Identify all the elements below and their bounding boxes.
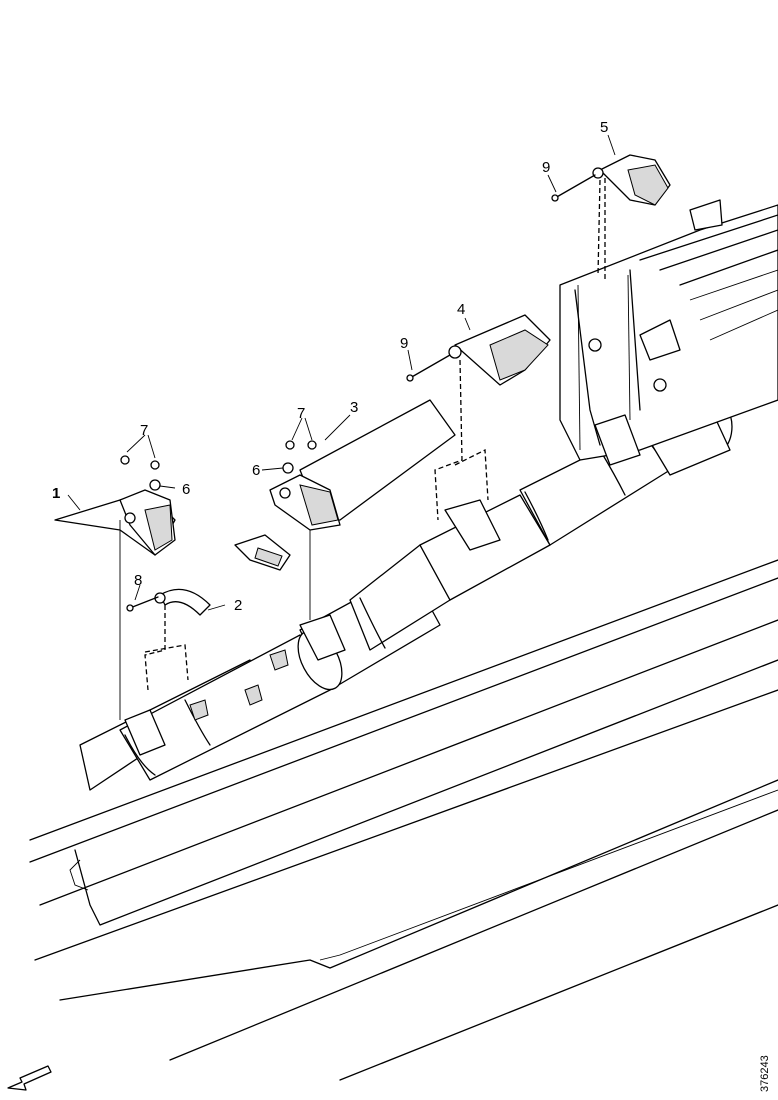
clamp — [234, 534, 291, 571]
pipe-clamps — [124, 414, 641, 756]
heat-shield-4 — [448, 314, 551, 386]
washer-7 — [120, 440, 317, 470]
arrow-down-left-icon — [7, 1065, 52, 1091]
callout-8: 8 — [134, 572, 142, 589]
callout-7-right: 7 — [297, 405, 305, 422]
callout-6-left: 6 — [182, 481, 190, 498]
callout-2: 2 — [234, 597, 242, 614]
heat-shield-1 — [54, 489, 176, 556]
exhaust-pipe — [79, 382, 733, 791]
callout-1: 1 — [52, 485, 60, 502]
callout-labels: 1 2 3 4 5 6 6 7 7 8 9 9 — [52, 119, 608, 614]
callout-7-left: 7 — [140, 422, 148, 439]
mounting-lines — [119, 178, 631, 720]
heat-shield-5 — [592, 154, 671, 206]
callout-6-right: 6 — [252, 462, 260, 479]
bolt-9-lower — [406, 354, 451, 382]
callout-5: 5 — [600, 119, 608, 136]
nut-6-right — [282, 462, 294, 474]
callout-4: 4 — [457, 301, 465, 318]
callout-leaders — [67, 134, 616, 611]
frame-rail — [29, 559, 778, 1081]
callout-3: 3 — [350, 399, 358, 416]
bolt-8 — [126, 596, 159, 612]
callout-9-lower: 9 — [400, 335, 408, 352]
document-number: 376243 — [759, 1055, 771, 1092]
aftertreatment-box — [559, 199, 778, 461]
heat-shield-3 — [269, 399, 456, 531]
clamp-2 — [154, 588, 211, 616]
bolt-9-upper — [551, 174, 596, 202]
callout-9-upper: 9 — [542, 159, 550, 176]
nut-6-left — [149, 479, 161, 491]
